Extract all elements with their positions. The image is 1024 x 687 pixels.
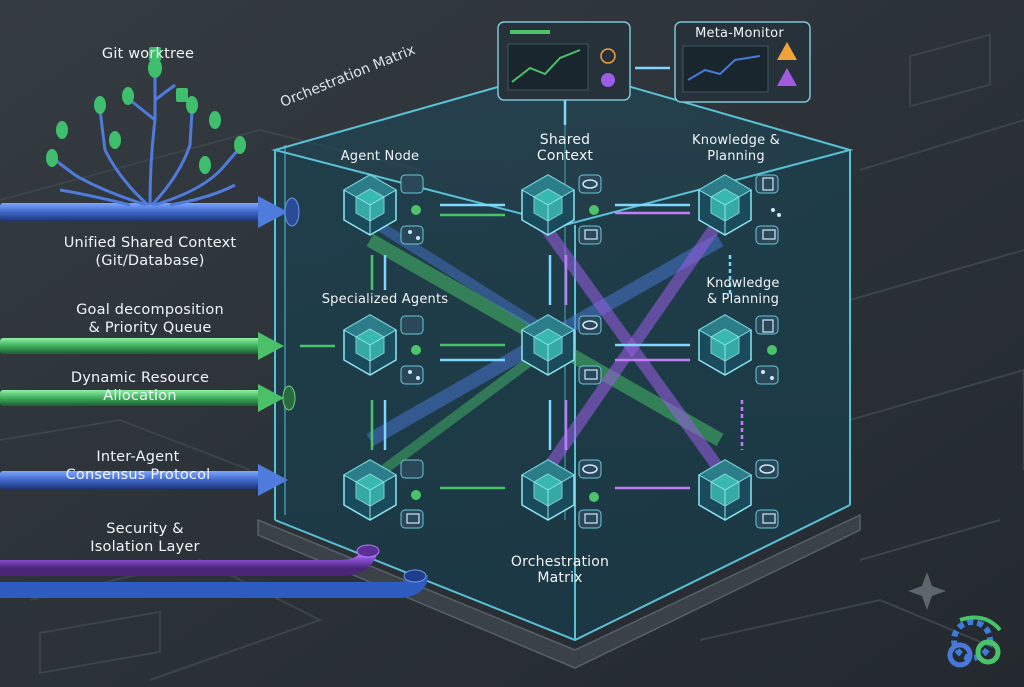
top-dashboard (497, 21, 631, 101)
label-shared-line1: Shared (539, 132, 591, 148)
git-tree (54, 70, 240, 207)
label-security-layer: Security & Isolation Layer (45, 520, 245, 556)
meta-monitor-panel (674, 21, 811, 103)
label-consensus-line2: Consensus Protocol (65, 467, 211, 483)
network-icon (408, 208, 781, 380)
platform-base (257, 513, 861, 669)
label-specialized-agents: Specialized Agents (321, 292, 449, 307)
eye-icon (582, 179, 775, 474)
logo-gears-icon (947, 615, 1002, 668)
background-panels (0, 33, 1024, 681)
label-knowledge-mid-line2: & Planning (706, 292, 780, 307)
label-git-worktree: Git worktree (101, 46, 195, 62)
chart-icon (687, 55, 761, 81)
label-shared-context: Shared Context (505, 132, 625, 164)
document-icon (762, 177, 774, 333)
label-goal-line1: Goal decomposition (76, 302, 224, 318)
label-consensus-line1: Inter-Agent (96, 449, 180, 465)
label-knowledge-top-line1: Knowledge & (692, 133, 780, 148)
label-shared-line2: Context (536, 148, 594, 164)
label-meta-monitor: Meta-Monitor (695, 26, 784, 41)
label-goal-line2: & Priority Queue (88, 320, 212, 336)
label-knowledge-top: Knowledge & Planning (676, 133, 796, 165)
warning-icon (777, 42, 797, 60)
label-security-line2: Isolation Layer (90, 539, 200, 555)
terminal-icon (406, 229, 776, 524)
label-orch-bottom-line1: Orchestration (510, 554, 610, 570)
label-consensus-protocol: Inter-Agent Consensus Protocol (28, 448, 248, 484)
label-dynamic-line2: Allocation (103, 388, 177, 404)
label-unified-context: Unified Shared Context (Git/Database) (40, 234, 260, 270)
input-pipes (0, 196, 428, 598)
chart-icon (511, 49, 581, 83)
warning-icon (777, 68, 797, 86)
label-dynamic-resource: Dynamic Resource Allocation (30, 369, 250, 405)
gear-icon (411, 205, 777, 502)
label-knowledge-mid: Knowledge & Planning (683, 276, 803, 308)
label-agent-node: Agent Node (340, 149, 420, 164)
label-orchestration-bottom: Orchestration Matrix (490, 554, 630, 586)
git-leaves (46, 58, 246, 174)
label-knowledge-top-line2: Planning (707, 149, 765, 164)
label-security-line1: Security & (106, 521, 184, 537)
label-orch-bottom-line2: Matrix (537, 570, 583, 586)
label-knowledge-mid-line1: Knowledge (706, 276, 780, 291)
label-unified-context-line2: (Git/Database) (95, 253, 205, 269)
arrows (300, 66, 744, 490)
sparkle-icon (908, 572, 946, 610)
git-branch-icon (149, 47, 188, 102)
label-goal-decomposition: Goal decomposition & Priority Queue (40, 301, 260, 337)
label-dynamic-line1: Dynamic Resource (70, 370, 210, 386)
label-unified-context-line1: Unified Shared Context (63, 235, 237, 251)
